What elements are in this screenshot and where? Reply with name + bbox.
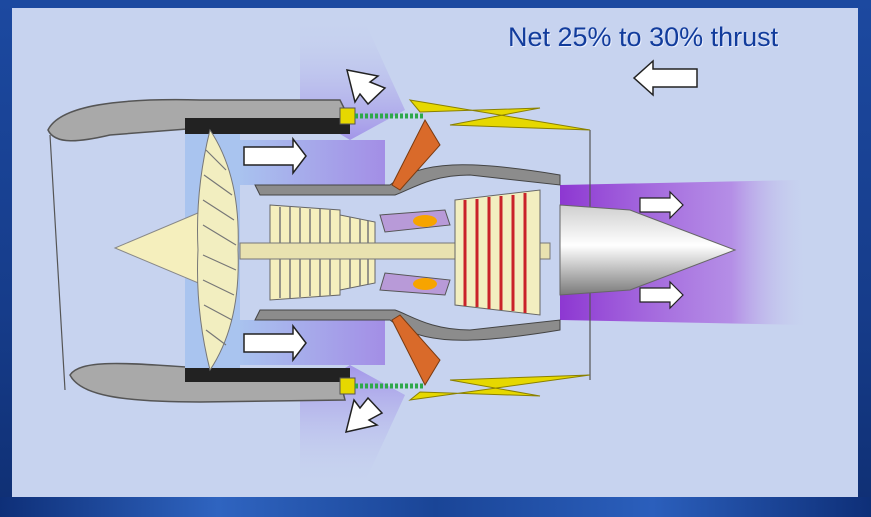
arrow-right-icon [243, 136, 307, 176]
slide-bottom-band [0, 497, 871, 517]
cascade-vane-bottom [408, 374, 591, 401]
cascade-vane-top [408, 99, 591, 131]
arrow-right-icon [639, 280, 684, 310]
actuator-top [339, 107, 425, 125]
exhaust-cone [559, 204, 737, 296]
arrow-up-left-icon [345, 69, 387, 106]
diagram-title: Net 25% to 30% thrust [508, 22, 779, 52]
arrow-right-icon [243, 323, 307, 363]
arrow-left-icon [632, 59, 698, 97]
blocker-door-top [391, 118, 441, 191]
actuator-bottom [339, 377, 425, 395]
combustor [379, 209, 451, 296]
arrow-down-left-icon [344, 396, 384, 433]
arrow-right-icon [639, 190, 684, 220]
fan-case-bottom [185, 368, 350, 382]
turbine [454, 189, 541, 316]
blocker-door-bottom [391, 314, 441, 387]
fan-case-top [185, 118, 350, 134]
fan-blades [197, 128, 239, 372]
